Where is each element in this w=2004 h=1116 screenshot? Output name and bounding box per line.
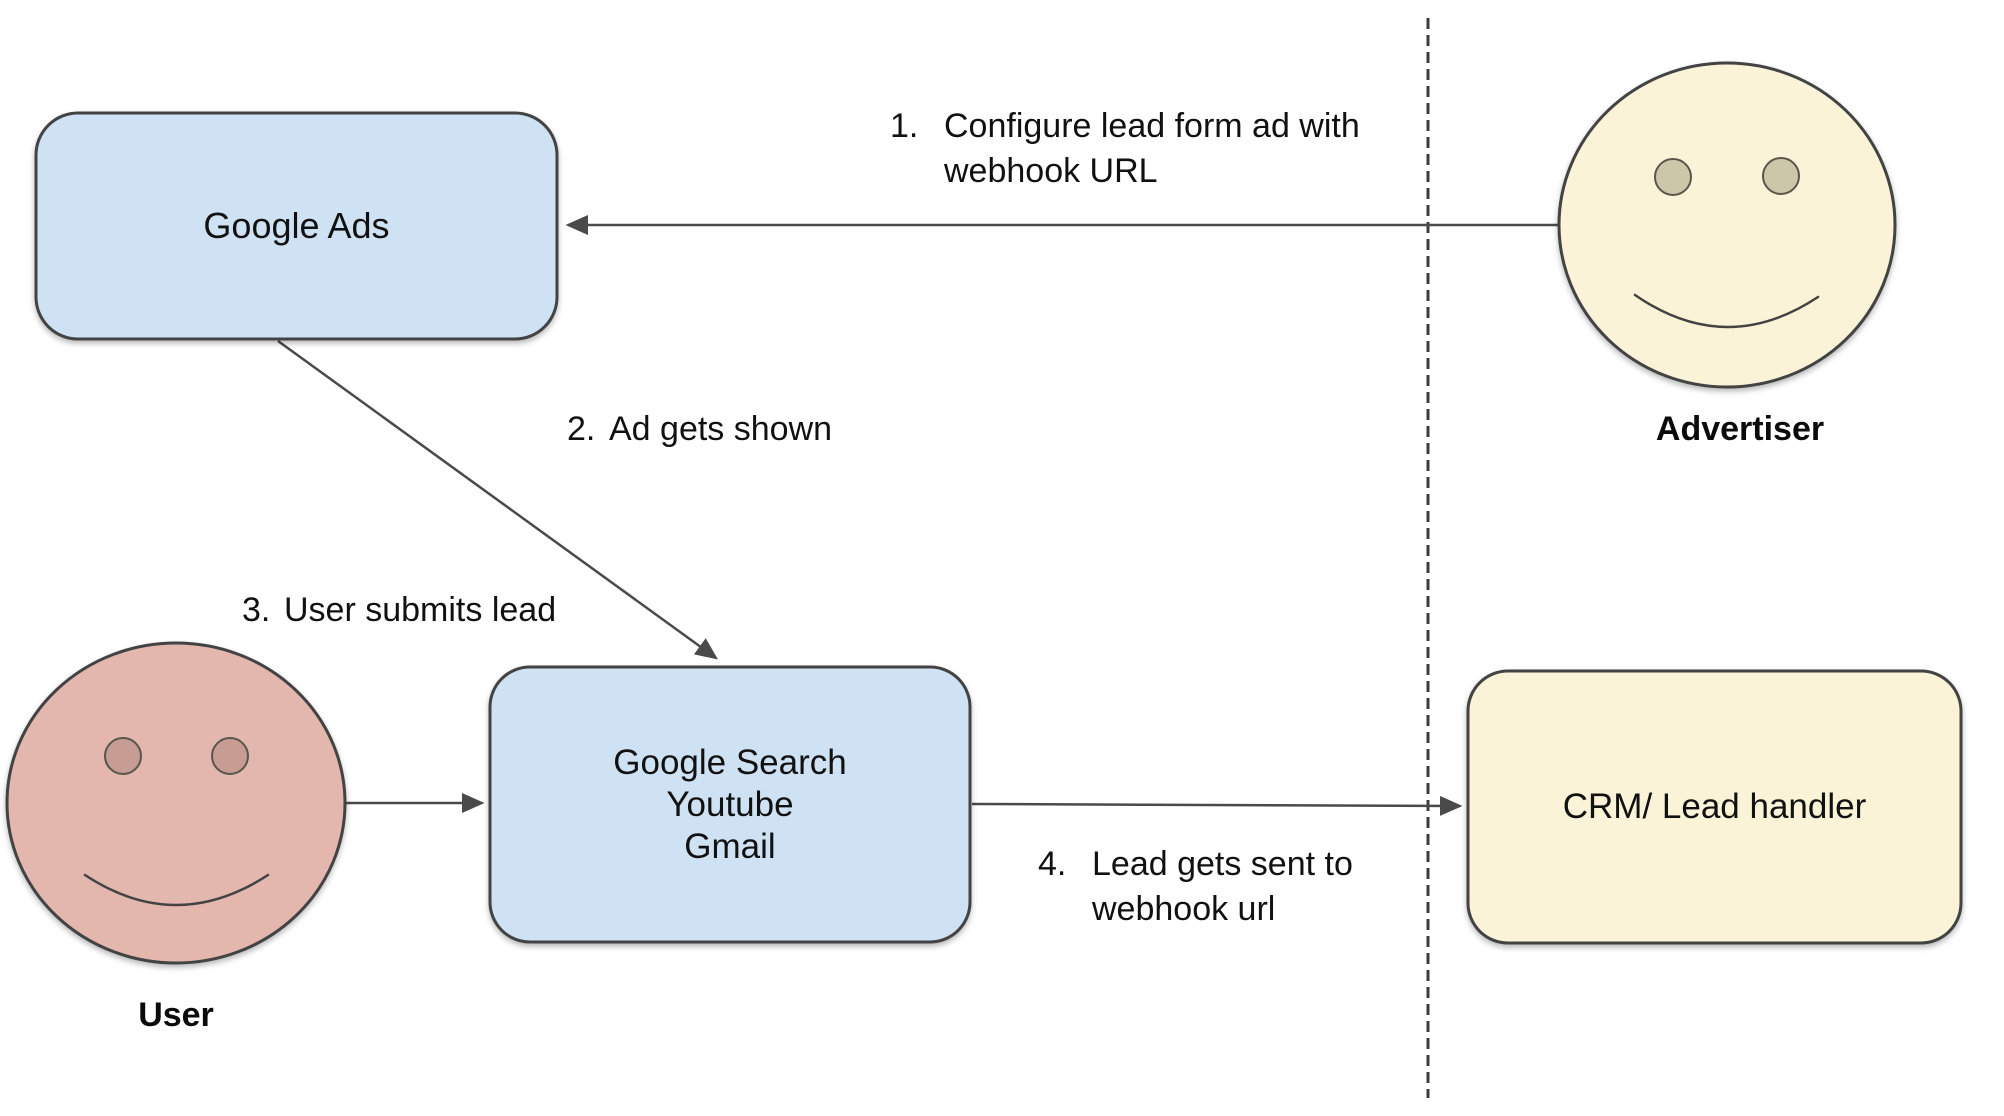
step-3-label: 3. User submits lead [242,588,556,633]
advertiser-face-circle [1557,61,1897,389]
step-4-label: 4. Lead gets sent to webhook url [1038,842,1353,932]
arrow-lead-sent-to-webhook [971,795,1463,816]
step-3-number: 3. [242,591,271,629]
user-label: User [138,996,214,1034]
google-surfaces-label-line1: Google Search [613,742,847,782]
advertiser-left-eye-icon [1654,158,1692,196]
user-smile-icon [83,873,270,907]
user-face-icon [5,641,347,965]
crm-label: CRM/ Lead handler [1562,787,1867,826]
step-2-line1: Ad gets shown [609,410,833,448]
step-2-number: 2. [567,410,596,448]
arrow-ad-gets-shown [277,339,719,660]
step-1-line2: webhook URL [944,152,1158,190]
google-surfaces-label-line3: Gmail [684,826,776,866]
step-4-line2: webhook url [1092,890,1276,928]
advertiser-smile-icon [1633,293,1820,329]
user-face-circle [5,641,347,965]
advertiser-right-eye-icon [1762,157,1800,195]
step-2-label: 2. Ad gets shown [567,407,832,452]
advertiser-label: Advertiser [1655,410,1825,448]
user-right-eye-icon [211,737,249,775]
google-surfaces-box [488,665,972,944]
advertiser-face-icon [1557,61,1897,389]
user-left-eye-icon [104,737,142,775]
crm-box [1466,669,1963,945]
google-surfaces-label-line2: Youtube [666,784,794,824]
step-4-number: 4. [1038,845,1067,883]
step-1-number: 1. [890,107,919,145]
step-4-line1: Lead gets sent to [1092,845,1353,883]
google-ads-box [34,111,559,341]
step-1-line1: Configure lead form ad with [944,107,1360,145]
google-ads-label: Google Ads [203,205,390,246]
step-1-label: 1. Configure lead form ad with webhook U… [890,104,1360,194]
step-3-line1: User submits lead [284,591,557,629]
google-surfaces-label: Google Search Youtube Gmail [490,667,970,942]
